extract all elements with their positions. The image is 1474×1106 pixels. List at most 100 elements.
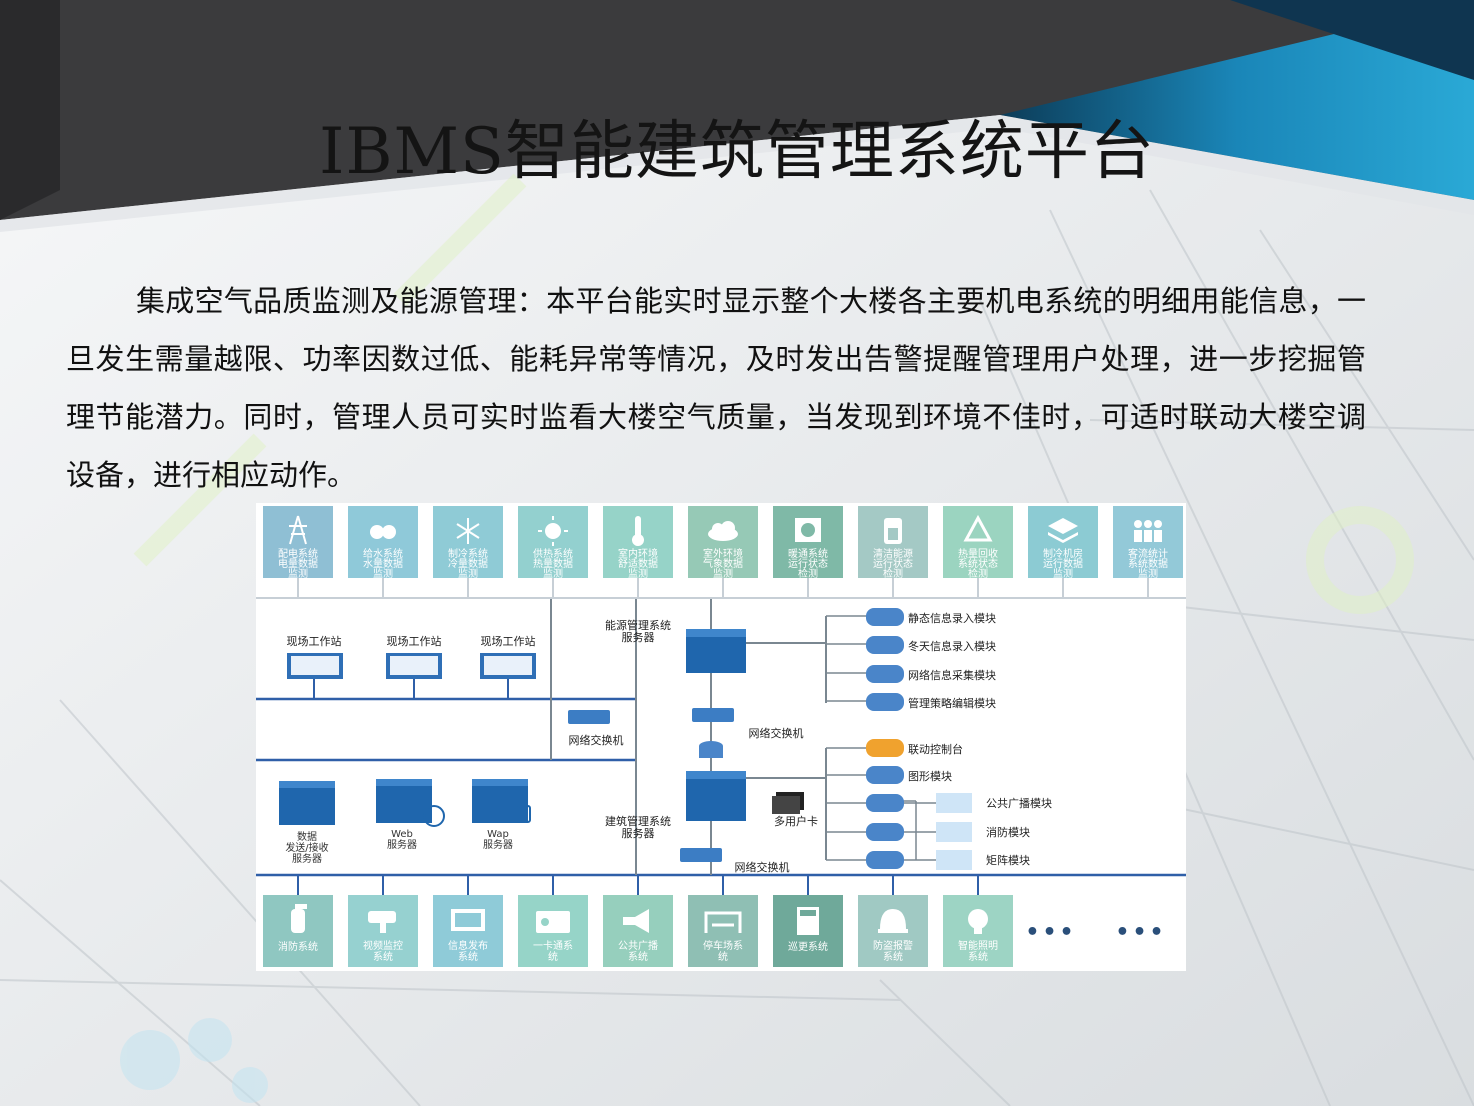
- svg-text:消防系统: 消防系统: [278, 940, 318, 953]
- svg-text:监测: 监测: [713, 567, 733, 580]
- cube-icon: [936, 850, 972, 870]
- svg-text:系统: 系统: [373, 950, 393, 963]
- svg-text:智能照明: 智能照明: [958, 939, 998, 952]
- transmission-tower-icon: [289, 515, 307, 545]
- svg-text:运行数据: 运行数据: [1043, 557, 1083, 570]
- svg-text:停车场系: 停车场系: [703, 939, 743, 952]
- network-switch-3: 网络交换机: [680, 848, 790, 874]
- database-icon: [866, 608, 904, 626]
- database-icon: [866, 665, 904, 683]
- server-icon: [686, 771, 746, 821]
- module-winter-info: 冬天信息录入模块: [826, 636, 996, 654]
- svg-text:冬天信息录入模块: 冬天信息录入模块: [908, 639, 996, 653]
- svg-text:系统: 系统: [628, 950, 648, 963]
- svg-text:系统: 系统: [458, 950, 478, 963]
- top-tile-clean-energy: 清洁能源 运行状态 检测: [858, 506, 928, 580]
- server-icon: [376, 779, 432, 823]
- svg-text:服务器: 服务器: [387, 838, 417, 851]
- building-management-server: 建筑管理系统 服务器: [605, 771, 746, 840]
- multi-user-card: 多用户卡: [772, 792, 818, 828]
- svg-text:电量数据: 电量数据: [278, 557, 318, 570]
- bottom-tile-patrol: 巡更系统: [773, 895, 843, 967]
- svg-text:系统: 系统: [883, 950, 903, 963]
- svg-text:建筑管理系统: 建筑管理系统: [605, 814, 671, 828]
- svg-text:一卡通系: 一卡通系: [533, 939, 573, 952]
- energy-modules: 静态信息录入模块 冬天信息录入模块 网络信息采集模块 管理策略编辑模块: [826, 608, 996, 711]
- phone-icon: [517, 805, 531, 823]
- svg-text:联动控制台: 联动控制台: [908, 742, 963, 756]
- module-fire: 消防模块: [826, 822, 1030, 842]
- svg-text:网络交换机: 网络交换机: [569, 733, 624, 747]
- svg-text:视频监控: 视频监控: [363, 939, 403, 952]
- database-icon: [866, 636, 904, 654]
- id-card-icon: [536, 911, 570, 933]
- svg-text:网络交换机: 网络交换机: [735, 860, 790, 874]
- svg-text:给水系统: 给水系统: [363, 547, 403, 560]
- bottom-tile-info-release: 信息发布 系统: [433, 895, 503, 967]
- svg-text:Wap: Wap: [487, 829, 509, 840]
- fire-extinguisher-icon: [291, 904, 307, 933]
- module-strategy-edit: 管理策略编辑模块: [826, 693, 996, 711]
- top-tile-cooling: 制冷系统 冷量数据 监测: [433, 506, 503, 580]
- energy-management-server: 能源管理系统 服务器: [605, 618, 746, 673]
- svg-text:客流统计: 客流统计: [1128, 547, 1168, 560]
- cube-icon: [936, 822, 972, 842]
- module-graphics: 图形模块: [826, 766, 952, 784]
- top-tile-indoor: 室内环境 舒适数据 监测: [603, 506, 673, 580]
- alarm-bell-icon: [878, 909, 908, 933]
- web-server: Web 服务器: [376, 779, 445, 851]
- svg-text:监测: 监测: [628, 567, 648, 580]
- svg-text:监测: 监测: [1053, 567, 1073, 580]
- top-tile-power: 配电系统 电量数据 监测: [263, 506, 333, 580]
- module-public-broadcast: 公共广播模块: [826, 793, 1052, 813]
- top-tile-water: 给水系统 水量数据 监测: [348, 506, 418, 580]
- svg-text:多用户卡: 多用户卡: [774, 814, 818, 828]
- svg-text:服务器: 服务器: [483, 838, 513, 851]
- svg-text:监测: 监测: [458, 567, 478, 580]
- top-tile-chiller-room: 制冷机房 运行数据 监测: [1028, 506, 1098, 580]
- top-tiles-row: 配电系统 电量数据 监测 给水系统 水量数据 监测 制冷系统 冷量数据 监测 供…: [263, 506, 1183, 580]
- svg-text:系统: 系统: [968, 950, 988, 963]
- database-icon: [866, 693, 904, 711]
- display-board-icon: [451, 909, 485, 931]
- module-matrix: 矩阵模块: [826, 850, 1030, 870]
- svg-text:运行状态: 运行状态: [788, 557, 828, 570]
- ellipsis-1: •••: [1025, 920, 1076, 945]
- thermometer-icon: [632, 516, 644, 546]
- bottom-tile-broadcast: 公共广播 系统: [603, 895, 673, 967]
- svg-text:供热系统: 供热系统: [533, 547, 573, 560]
- svg-text:制冷机房: 制冷机房: [1043, 547, 1083, 560]
- workstation-2: 现场工作站: [386, 634, 442, 699]
- svg-text:服务器: 服务器: [622, 827, 655, 840]
- top-tile-hvac: 暖通系统 运行状态 检测: [773, 506, 843, 580]
- svg-text:室外环境: 室外环境: [703, 547, 743, 560]
- people-icon: [1134, 520, 1162, 542]
- svg-text:热量回收: 热量回收: [958, 547, 998, 560]
- svg-text:配电系统: 配电系统: [278, 547, 318, 560]
- layers-icon: [1048, 518, 1078, 543]
- bottom-tile-cctv: 视频监控 系统: [348, 895, 418, 967]
- building-modules: 联动控制台 图形模块 公共广播模块 消防模块 矩阵模块: [826, 739, 1052, 870]
- cctv-camera-icon: [368, 911, 396, 933]
- sun-icon: [538, 516, 568, 546]
- svg-text:系统状态: 系统状态: [958, 557, 998, 570]
- data-server: 数据 发送/接收 服务器: [279, 781, 335, 865]
- database-icon: [866, 766, 904, 784]
- globe-icon: [423, 805, 445, 827]
- svg-text:清洁能源: 清洁能源: [873, 547, 913, 560]
- svg-text:现场工作站: 现场工作站: [387, 634, 442, 648]
- svg-text:监测: 监测: [1138, 567, 1158, 580]
- svg-text:室内环境: 室内环境: [618, 547, 658, 560]
- svg-text:网络交换机: 网络交换机: [749, 726, 804, 740]
- svg-text:消防模块: 消防模块: [986, 825, 1030, 839]
- workstation-1: 现场工作站: [287, 634, 343, 699]
- bottom-tile-parking: 停车场系 统: [688, 895, 758, 967]
- switch-icon: [692, 708, 734, 722]
- body-paragraph: 集成空气品质监测及能源管理：本平台能实时显示整个大楼各主要机电系统的明细用能信息…: [66, 284, 1366, 492]
- module-network-collection: 网络信息采集模块: [826, 665, 996, 683]
- snowflake-icon: [456, 518, 480, 544]
- svg-text:统: 统: [548, 950, 558, 963]
- cloud-icon: [708, 521, 738, 541]
- svg-text:公共广播模块: 公共广播模块: [986, 796, 1052, 810]
- megaphone-icon: [623, 909, 649, 933]
